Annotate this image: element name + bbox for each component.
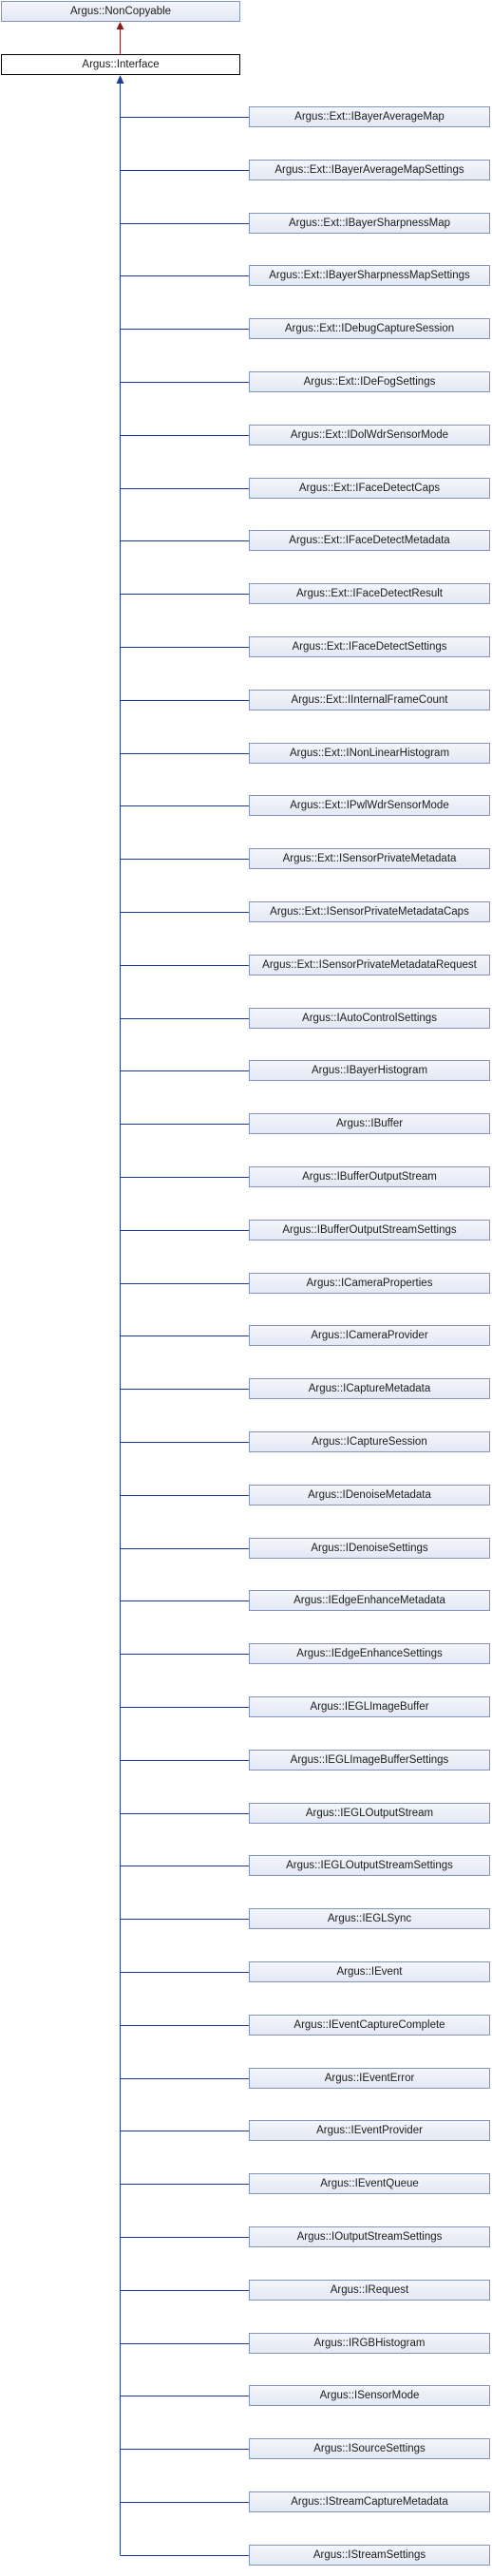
class-node[interactable]: Argus::IEventError — [249, 2068, 490, 2089]
class-node[interactable]: Argus::Ext::IBayerAverageMap — [249, 106, 490, 127]
class-node[interactable]: Argus::IStreamSettings — [249, 2545, 490, 2566]
class-node[interactable]: Argus::Ext::IFaceDetectResult — [249, 583, 490, 604]
class-node[interactable]: Argus::IEGLOutputStreamSettings — [249, 1855, 490, 1876]
class-node[interactable]: Argus::ICaptureSession — [249, 1431, 490, 1452]
class-node[interactable]: Argus::IEventProvider — [249, 2120, 490, 2141]
class-node[interactable]: Argus::IEventQueue — [249, 2173, 490, 2194]
class-node[interactable]: Argus::IBuffer — [249, 1113, 490, 1134]
class-node[interactable]: Argus::Ext::IFaceDetectSettings — [249, 636, 490, 657]
class-node[interactable]: Argus::ICameraProperties — [249, 1273, 490, 1294]
class-node[interactable]: Argus::IBayerHistogram — [249, 1060, 490, 1081]
class-node[interactable]: Argus::IRGBHistogram — [249, 2333, 490, 2354]
class-node[interactable]: Argus::ICaptureMetadata — [249, 1378, 490, 1399]
class-node[interactable]: Argus::Ext::IDeFogSettings — [249, 371, 490, 392]
class-node[interactable]: Argus::IEGLImageBufferSettings — [249, 1750, 490, 1771]
class-node[interactable]: Argus::IEGLOutputStream — [249, 1803, 490, 1824]
class-node[interactable]: Argus::Ext::IPwlWdrSensorMode — [249, 795, 490, 816]
class-node[interactable]: Argus::IBufferOutputStreamSettings — [249, 1220, 490, 1241]
class-node[interactable]: Argus::Ext::IInternalFrameCount — [249, 690, 490, 710]
class-node-interface[interactable]: Argus::Interface — [1, 54, 240, 75]
class-node[interactable]: Argus::IStreamCaptureMetadata — [249, 2491, 490, 2512]
class-node[interactable]: Argus::Ext::IBayerAverageMapSettings — [249, 160, 490, 180]
class-node[interactable]: Argus::ISensorMode — [249, 2385, 490, 2406]
class-node[interactable]: Argus::Ext::IFaceDetectMetadata — [249, 530, 490, 551]
class-node[interactable]: Argus::Ext::ISensorPrivateMetadataReques… — [249, 955, 490, 975]
class-node[interactable]: Argus::IEventCaptureComplete — [249, 2015, 490, 2036]
class-node[interactable]: Argus::IEvent — [249, 1961, 490, 1982]
class-node[interactable]: Argus::IEdgeEnhanceMetadata — [249, 1590, 490, 1611]
class-node[interactable]: Argus::Ext::IBayerSharpnessMapSettings — [249, 265, 490, 286]
class-node[interactable]: Argus::IAutoControlSettings — [249, 1008, 490, 1029]
class-node[interactable]: Argus::IDenoiseMetadata — [249, 1485, 490, 1506]
class-node[interactable]: Argus::IEGLSync — [249, 1908, 490, 1929]
class-node-noncopyable[interactable]: Argus::NonCopyable — [1, 1, 240, 22]
class-node[interactable]: Argus::Ext::IDolWdrSensorMode — [249, 425, 490, 445]
class-node[interactable]: Argus::IBufferOutputStream — [249, 1166, 490, 1187]
class-node[interactable]: Argus::ISourceSettings — [249, 2438, 490, 2459]
class-node[interactable]: Argus::Ext::IBayerSharpnessMap — [249, 213, 490, 234]
arrowhead-interface — [116, 75, 124, 84]
class-node[interactable]: Argus::Ext::IFaceDetectCaps — [249, 478, 490, 499]
class-node[interactable]: Argus::IEGLImageBuffer — [249, 1696, 490, 1717]
class-node[interactable]: Argus::IEdgeEnhanceSettings — [249, 1643, 490, 1664]
arrowhead-base — [116, 22, 124, 29]
class-node[interactable]: Argus::Ext::ISensorPrivateMetadataCaps — [249, 901, 490, 922]
class-node[interactable]: Argus::IOutputStreamSettings — [249, 2226, 490, 2247]
class-node[interactable]: Argus::IRequest — [249, 2280, 490, 2301]
class-node[interactable]: Argus::Ext::ISensorPrivateMetadata — [249, 848, 490, 869]
class-node[interactable]: Argus::IDenoiseSettings — [249, 1538, 490, 1559]
class-node[interactable]: Argus::ICameraProvider — [249, 1325, 490, 1346]
class-node[interactable]: Argus::Ext::IDebugCaptureSession — [249, 318, 490, 339]
class-node[interactable]: Argus::Ext::INonLinearHistogram — [249, 743, 490, 764]
